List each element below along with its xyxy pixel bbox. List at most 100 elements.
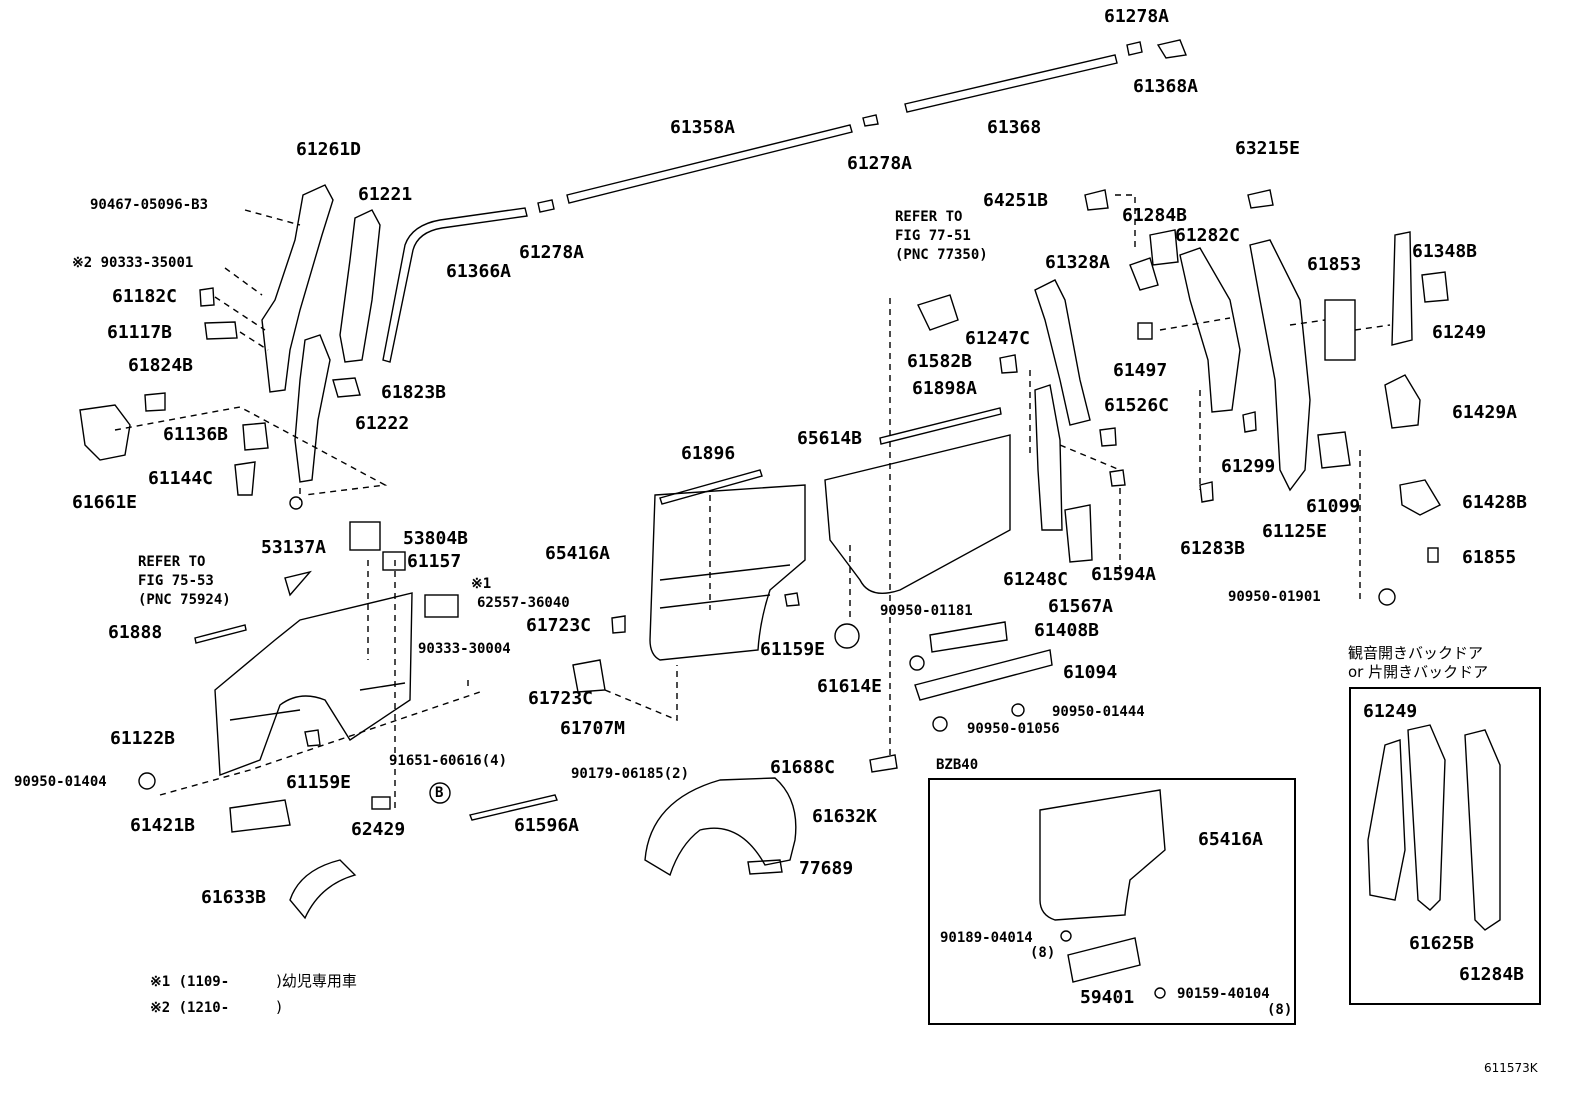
label-61159e-left[interactable]: 61159E: [286, 772, 352, 793]
label-61248c[interactable]: 61248C: [1003, 569, 1069, 590]
label-90950-01056[interactable]: 90950-01056: [967, 721, 1060, 737]
label-90950-01181[interactable]: 90950-01181: [880, 603, 973, 619]
label-61723c-a[interactable]: 61723C: [526, 615, 592, 636]
bracket-61723c: [611, 615, 626, 634]
label-61823b[interactable]: 61823B: [381, 382, 447, 403]
label-61526c[interactable]: 61526C: [1104, 395, 1170, 416]
clip-61855: [1427, 547, 1439, 563]
label-61596a[interactable]: 61596A: [514, 815, 580, 836]
label-61723c-b[interactable]: 61723C: [528, 688, 594, 709]
label-61125e[interactable]: 61125E: [1262, 521, 1328, 542]
label-61661e[interactable]: 61661E: [72, 492, 138, 513]
pillar-61261d: [261, 184, 334, 393]
label-61633b[interactable]: 61633B: [201, 887, 267, 908]
label-61582b[interactable]: 61582B: [907, 351, 973, 372]
label-61688c[interactable]: 61688C: [770, 757, 836, 778]
label-61159e-right[interactable]: 61159E: [760, 639, 826, 660]
label-61855[interactable]: 61855: [1462, 547, 1517, 568]
label-61421b[interactable]: 61421B: [130, 815, 196, 836]
label-90179[interactable]: 90179-06185(2): [571, 766, 690, 782]
label-63215e[interactable]: 63215E: [1235, 138, 1301, 159]
label-61368[interactable]: 61368: [987, 117, 1042, 138]
label-90333-30004[interactable]: 90333-30004: [418, 641, 511, 657]
label-61328a[interactable]: 61328A: [1045, 252, 1111, 273]
label-61144c[interactable]: 61144C: [148, 468, 214, 489]
label-62557[interactable]: 62557-36040: [477, 595, 570, 611]
label-61408b[interactable]: 61408B: [1034, 620, 1100, 641]
label-62429[interactable]: 62429: [351, 819, 406, 840]
label-61222[interactable]: 61222: [355, 413, 410, 434]
label-53804b[interactable]: 53804B: [403, 528, 469, 549]
pillar-61249-top: [1391, 231, 1413, 346]
molding-61358a: [566, 124, 853, 204]
label-61497[interactable]: 61497: [1113, 360, 1168, 381]
clip-90950-01404: [138, 772, 156, 790]
leader-dashes-quarter: [159, 560, 481, 810]
label-61284b-inset[interactable]: 61284B: [1459, 964, 1525, 985]
label-61896[interactable]: 61896: [681, 443, 736, 464]
label-90950-01404[interactable]: 90950-01404: [14, 774, 107, 790]
label-90950-01444[interactable]: 90950-01444: [1052, 704, 1145, 720]
refer-77-51-line3: (PNC 77350): [895, 247, 988, 263]
label-61358a[interactable]: 61358A: [670, 117, 736, 138]
label-61157[interactable]: 61157: [407, 551, 462, 572]
label-61122b[interactable]: 61122B: [110, 728, 176, 749]
label-77689[interactable]: 77689: [799, 858, 854, 879]
refer-75-53-line3: (PNC 75924): [138, 592, 231, 608]
bracket-61328a: [1129, 257, 1159, 291]
label-65416a[interactable]: 65416A: [545, 543, 611, 564]
label-61888[interactable]: 61888: [108, 622, 163, 643]
label-61632k[interactable]: 61632K: [812, 806, 878, 827]
label-61284b[interactable]: 61284B: [1122, 205, 1188, 226]
label-61824b[interactable]: 61824B: [128, 355, 194, 376]
label-90333-35001[interactable]: ※2 90333-35001: [72, 255, 194, 271]
label-61853[interactable]: 61853: [1307, 254, 1362, 275]
label-61614e[interactable]: 61614E: [817, 676, 883, 697]
label-61299[interactable]: 61299: [1221, 456, 1276, 477]
label-53137a[interactable]: 53137A: [261, 537, 327, 558]
label-65416a-inset[interactable]: 65416A: [1198, 829, 1264, 850]
label-61625b[interactable]: 61625B: [1409, 933, 1475, 954]
label-61428b[interactable]: 61428B: [1462, 492, 1528, 513]
clip-61497: [1137, 322, 1153, 340]
label-61366a[interactable]: 61366A: [446, 261, 512, 282]
label-91651[interactable]: 91651-60616(4): [389, 753, 508, 769]
door-panel-65614b: [824, 434, 1011, 594]
label-61567a[interactable]: 61567A: [1048, 596, 1114, 617]
pillar-61625b: [1407, 724, 1446, 911]
label-61249[interactable]: 61249: [1432, 322, 1487, 343]
label-61249-inset[interactable]: 61249: [1363, 701, 1418, 722]
label-61261d[interactable]: 61261D: [296, 139, 362, 160]
molding-61366a: [382, 207, 528, 363]
clip-77689: [747, 859, 783, 875]
label-90159[interactable]: 90159-40104: [1177, 986, 1270, 1002]
label-65614b[interactable]: 65614B: [797, 428, 863, 449]
label-61898a[interactable]: 61898A: [912, 378, 978, 399]
label-61278a-top[interactable]: 61278A: [1104, 6, 1170, 27]
label-90189[interactable]: 90189-04014: [940, 930, 1033, 946]
label-61594a[interactable]: 61594A: [1091, 564, 1157, 585]
label-90950-01901[interactable]: 90950-01901: [1228, 589, 1321, 605]
label-61707m[interactable]: 61707M: [560, 718, 626, 739]
bracket-61429a: [1384, 374, 1421, 429]
part-62557: [424, 594, 459, 618]
label-61221[interactable]: 61221: [358, 184, 413, 205]
label-61282c[interactable]: 61282C: [1175, 225, 1241, 246]
label-61136b[interactable]: 61136B: [163, 424, 229, 445]
label-61348b[interactable]: 61348B: [1412, 241, 1478, 262]
label-59401[interactable]: 59401: [1080, 987, 1135, 1008]
label-61099[interactable]: 61099: [1306, 496, 1361, 517]
refer-77-51-line1: REFER TO: [895, 209, 963, 225]
label-61368a[interactable]: 61368A: [1133, 76, 1199, 97]
label-61283b[interactable]: 61283B: [1180, 538, 1246, 559]
label-61182c[interactable]: 61182C: [112, 286, 178, 307]
label-61429a[interactable]: 61429A: [1452, 402, 1518, 423]
label-64251b[interactable]: 64251B: [983, 190, 1049, 211]
label-61278a-mid[interactable]: 61278A: [847, 153, 913, 174]
backdoor-title-1: 観音開きバックドア: [1348, 644, 1484, 662]
label-61278a-left[interactable]: 61278A: [519, 242, 585, 263]
label-61247c[interactable]: 61247C: [965, 328, 1031, 349]
label-61094[interactable]: 61094: [1063, 662, 1118, 683]
label-61117b[interactable]: 61117B: [107, 322, 173, 343]
label-90467[interactable]: 90467-05096-B3: [90, 197, 209, 213]
